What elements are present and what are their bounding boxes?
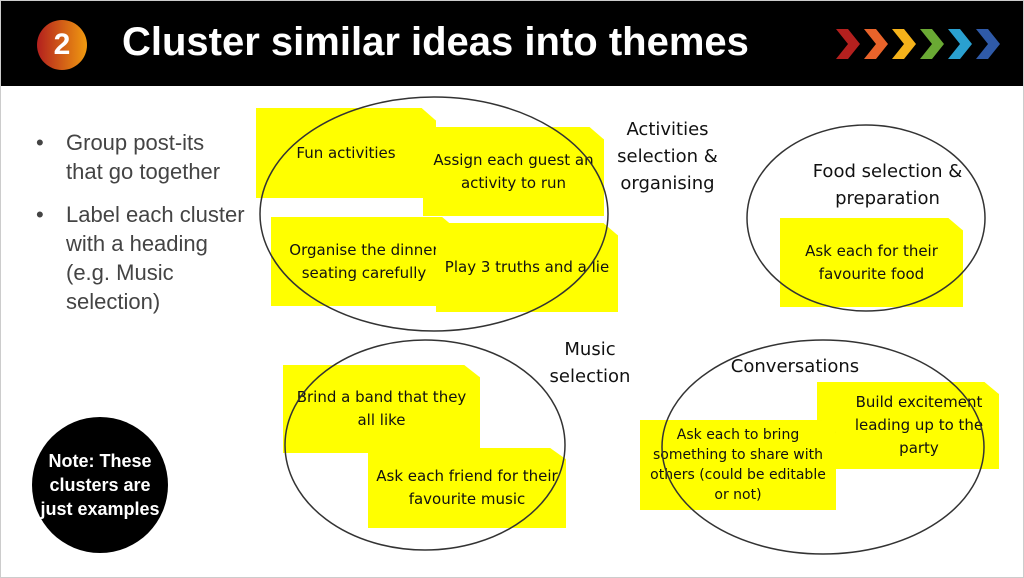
chevron-icon <box>864 29 888 59</box>
sticky-note[interactable]: Ask each for their favourite food <box>780 218 963 307</box>
note-circle: Note: These clusters are just examples <box>32 417 168 553</box>
sticky-note[interactable]: Assign each guest an activity to run <box>423 127 604 216</box>
sticky-note[interactable]: Play 3 truths and a lie <box>436 223 618 312</box>
chevrons-icon <box>836 29 1000 59</box>
cluster-label-conversations: Conversations <box>730 356 860 377</box>
slide-title: Cluster similar ideas into themes <box>122 20 749 64</box>
sticky-note[interactable]: Brind a band that they all like <box>283 365 480 453</box>
chevron-icon <box>948 29 972 59</box>
chevron-icon <box>836 29 860 59</box>
cluster-label-music: Music selection <box>549 339 631 387</box>
instructions-list: Group post-its that go together Label ea… <box>36 128 246 330</box>
cluster-label-food: Food selection & preparation <box>812 161 963 209</box>
slide-header: 2 Cluster similar ideas into themes <box>0 0 1024 86</box>
sticky-note[interactable]: Organise the dinner seating carefully <box>271 217 457 306</box>
chevron-icon <box>920 29 944 59</box>
sticky-note[interactable]: Build excitement leading up to the party <box>817 382 999 469</box>
step-badge: 2 <box>37 20 87 70</box>
sticky-note[interactable]: Fun activities <box>256 108 436 198</box>
bullet-item: Label each cluster with a heading (e.g. … <box>36 200 246 316</box>
chevron-icon <box>976 29 1000 59</box>
sticky-note[interactable]: Ask each to bring something to share wit… <box>640 420 836 510</box>
sticky-note[interactable]: Ask each friend for their favourite musi… <box>368 448 566 528</box>
cluster-label-activities: Activities selection & organising <box>617 119 718 194</box>
chevron-icon <box>892 29 916 59</box>
bullet-item: Group post-its that go together <box>36 128 246 186</box>
